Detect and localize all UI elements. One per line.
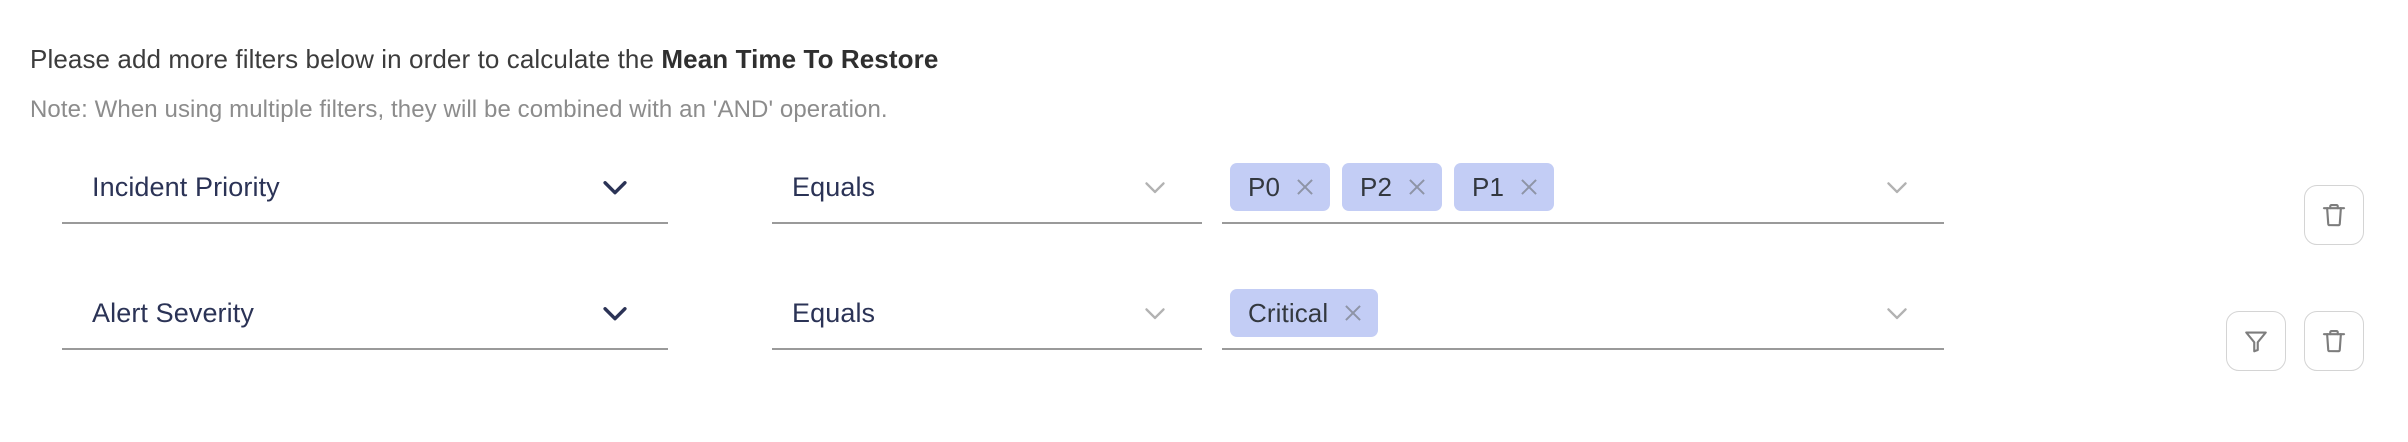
value-chip[interactable]: P1 (1454, 163, 1555, 211)
page-instruction: Please add more filters below in order t… (30, 43, 938, 75)
filter-field-value: Alert Severity (92, 297, 254, 328)
filter-field-value: Incident Priority (92, 171, 280, 202)
value-chip[interactable]: P2 (1342, 163, 1443, 211)
chevron-down-icon[interactable] (1880, 170, 1914, 204)
value-chip-label: P1 (1472, 171, 1505, 202)
selected-value-chips: P0 P2 P1 (1230, 163, 1644, 211)
filter-row-actions (2226, 311, 2364, 371)
filter-field-select[interactable]: Alert Severity (62, 278, 668, 350)
filter-operator-select[interactable]: Equals (772, 152, 1202, 224)
value-chip-label: P0 (1248, 171, 1281, 202)
instruction-text: Please add more filters below in order t… (30, 44, 662, 74)
chevron-down-icon[interactable] (1138, 170, 1172, 204)
metric-name: Mean Time To Restore (661, 44, 939, 74)
value-chip[interactable]: P0 (1230, 163, 1331, 211)
chevron-down-icon[interactable] (1880, 296, 1914, 330)
close-icon[interactable] (1518, 176, 1540, 198)
add-filter-button[interactable] (2226, 311, 2286, 371)
value-chip-label: Critical (1248, 297, 1329, 328)
filter-value-select[interactable]: Critical (1222, 278, 1944, 350)
filter-note: Note: When using multiple filters, they … (30, 96, 888, 123)
delete-filter-button[interactable] (2304, 311, 2364, 371)
selected-value-chips: Critical (1230, 289, 1468, 337)
filter-row: Incident Priority Equals P0 (0, 152, 2408, 278)
value-chip-label: P2 (1360, 171, 1393, 202)
value-chip[interactable]: Critical (1230, 289, 1379, 337)
chevron-down-icon[interactable] (598, 170, 632, 204)
filter-operator-select[interactable]: Equals (772, 278, 1202, 350)
filter-row-list: Incident Priority Equals P0 (0, 152, 2408, 404)
chevron-down-icon[interactable] (1138, 296, 1172, 330)
filter-row: Alert Severity Equals Critical (0, 278, 2408, 404)
filter-operator-value: Equals (792, 171, 876, 202)
chevron-down-icon[interactable] (598, 296, 632, 330)
close-icon[interactable] (1406, 176, 1428, 198)
filter-row-actions (2304, 185, 2364, 245)
filter-operator-value: Equals (792, 297, 876, 328)
close-icon[interactable] (1342, 302, 1364, 324)
filter-field-select[interactable]: Incident Priority (62, 152, 668, 224)
close-icon[interactable] (1294, 176, 1316, 198)
delete-filter-button[interactable] (2304, 185, 2364, 245)
filter-value-select[interactable]: P0 P2 P1 (1222, 152, 1944, 224)
